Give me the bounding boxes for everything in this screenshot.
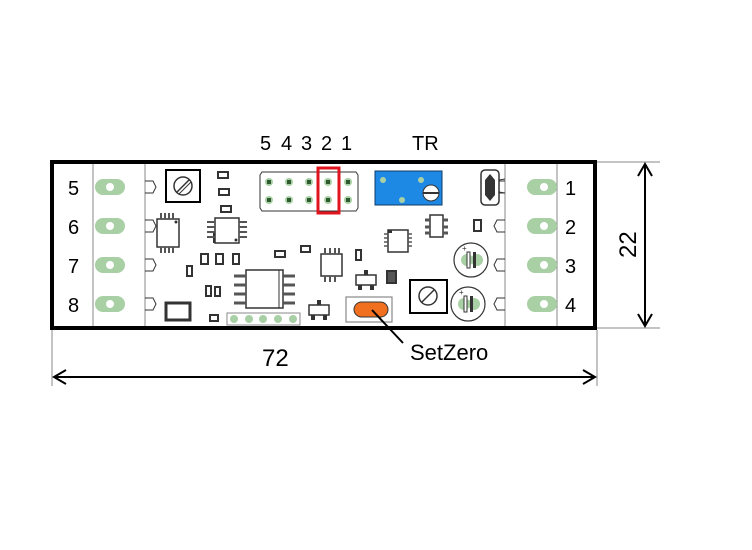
terminal-label: 2 [565,217,576,239]
pad-hole [106,300,114,308]
terminal-6: 6 [68,217,125,239]
ic-qfn-center [320,248,343,282]
pad-hole [106,261,114,269]
tab [493,219,505,233]
arrow-down-icon [637,313,653,328]
ic-qfn-left [156,213,180,253]
button-cap[interactable] [353,301,389,318]
tab [145,297,157,311]
terminal-2: 2 [527,217,576,239]
pad-hole [540,183,548,191]
height-label: 22 [615,231,642,258]
tab [145,180,157,194]
transistor-1 [355,270,377,290]
fuse [480,169,506,206]
jumper-selected-highlight [316,166,341,215]
pad-hole [540,300,548,308]
svg-text:+: + [462,244,467,253]
arrow-up-icon [637,162,653,177]
terminal-label: 4 [565,295,576,317]
jumper-label-5: 5 [260,133,271,155]
pin-strip [226,312,301,326]
tab [145,219,157,233]
tab [493,258,505,272]
setzero-button[interactable] [345,296,393,323]
trimmer-pot [374,170,443,206]
ic-msop-center [207,217,247,244]
terminal-label: 1 [565,178,576,200]
terminal-1: 1 [527,178,576,200]
transistor-2 [308,300,330,320]
terminal-8: 8 [68,295,125,317]
setzero-label: SetZero [410,340,488,365]
terminal-label: 6 [68,217,79,239]
jumper-header [259,166,359,215]
arrow-right-icon [582,369,597,385]
jumper-label-4: 4 [281,133,292,155]
jumper-label-3: 3 [301,133,312,155]
terminal-label: 7 [68,256,79,278]
trimmer-label: TR [412,133,439,155]
ic-soic-large [234,269,295,309]
left-terminals: 5 6 7 8 [68,178,125,317]
ic-sot-right [425,214,448,238]
width-label: 72 [262,345,289,372]
jumper-label-2: 2 [321,133,332,155]
capacitor-2: + [450,286,486,322]
arrow-left-icon [52,369,67,385]
width-dimension: 72 [51,330,598,386]
ic-msop-right [384,229,412,253]
setzero-leader-line [371,309,404,344]
terminal-7: 7 [68,256,125,278]
terminal-label: 3 [565,256,576,278]
jumper-label-1: 1 [341,133,352,155]
terminal-5: 5 [68,178,125,200]
left-tabs [145,180,157,311]
svg-text:+: + [459,288,464,297]
tab [145,258,157,272]
pad-hole [540,222,548,230]
terminal-label: 5 [68,178,79,200]
potentiometer-right [409,279,448,314]
terminal-3: 3 [527,256,576,278]
header-outline [259,171,359,212]
potentiometer-left [165,169,201,203]
height-dimension: 22 [597,161,660,329]
pad-hole [540,261,548,269]
tab [493,297,505,311]
terminal-4: 4 [527,295,576,317]
pad-hole [106,222,114,230]
capacitor-1: + [453,242,489,278]
right-terminals: 1 2 3 4 [527,178,576,317]
jumper-labels: 5 4 3 2 1 [260,133,352,155]
terminal-label: 8 [68,295,79,317]
pad-hole [106,183,114,191]
